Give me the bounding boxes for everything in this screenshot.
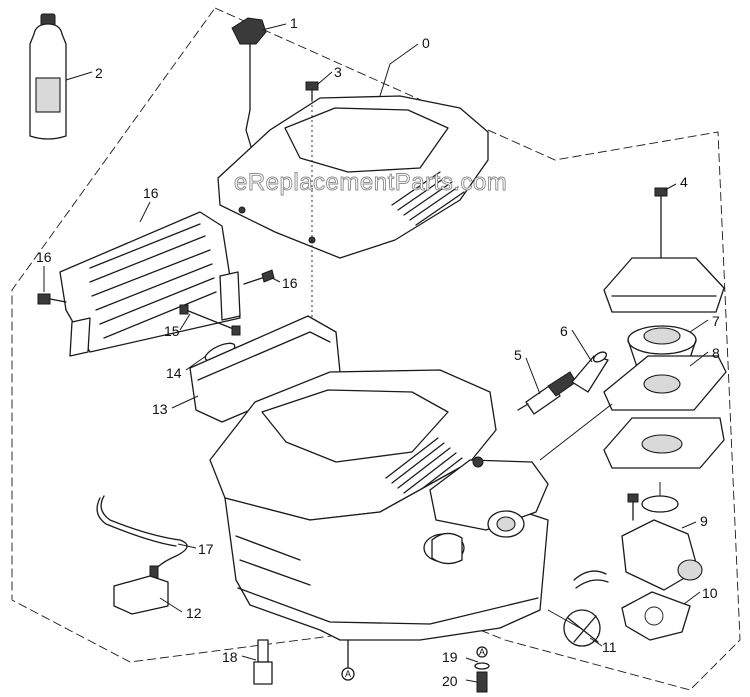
callout-17: 16 xyxy=(143,185,159,201)
callout-2: 2 xyxy=(95,65,103,81)
callout-14: 14 xyxy=(166,365,182,381)
callout-13: 13 xyxy=(152,401,168,417)
muffler-stud xyxy=(179,304,241,336)
callout-21: 20 xyxy=(442,673,458,689)
callout-16-left: 16 xyxy=(36,249,52,265)
bolt-left xyxy=(37,293,67,305)
ref-marker-a: A xyxy=(345,669,351,679)
callout-11: 11 xyxy=(602,639,617,655)
air-cleaner-base xyxy=(603,417,725,469)
air-cleaner-cover xyxy=(603,257,725,313)
bolt-right xyxy=(243,269,275,285)
oil-bottle xyxy=(29,13,67,140)
blower-housing-top xyxy=(217,95,489,259)
leader-lines xyxy=(43,23,709,683)
fuel-filter xyxy=(113,575,169,615)
muffler-guard xyxy=(59,211,241,357)
ref-marker-a2: A xyxy=(479,647,485,657)
callout-8: 8 xyxy=(712,345,720,361)
foam-prefilter xyxy=(603,355,727,411)
air-cleaner-bolt xyxy=(654,187,668,269)
callout-20: 19 xyxy=(442,649,458,665)
mounting-stud xyxy=(253,639,273,685)
callout-12: 12 xyxy=(186,605,202,621)
fuel-line xyxy=(96,495,188,581)
callout-7: 7 xyxy=(712,313,720,329)
callout-1: 1 xyxy=(290,15,298,31)
callout-19: 18 xyxy=(222,649,238,665)
callout-10: 10 xyxy=(702,585,718,601)
callout-5: 5 xyxy=(514,347,522,363)
carburetor-gasket xyxy=(621,591,691,641)
spark-plug-boot xyxy=(571,351,609,393)
callout-16-right: 16 xyxy=(282,275,298,291)
kit-boundary xyxy=(11,7,741,691)
callout-18: 17 xyxy=(198,541,214,557)
primer-bulb xyxy=(431,532,601,647)
carburetor xyxy=(573,493,703,591)
callout-labels: 1 0 2 3 4 16 16 16 15 14 13 5 6 7 8 9 10… xyxy=(36,15,720,689)
watermark: eReplacementParts.com xyxy=(234,169,507,196)
callout-9: 9 xyxy=(700,513,708,529)
washer-bolt: A xyxy=(474,646,490,693)
callout-3: 3 xyxy=(334,64,342,80)
callout-4: 4 xyxy=(680,174,688,190)
dipstick xyxy=(231,17,267,176)
spark-plug xyxy=(517,371,577,415)
callout-15: 15 xyxy=(164,323,180,339)
callout-6: 6 xyxy=(560,323,568,339)
engine-block: A xyxy=(209,369,549,681)
callout-0: 0 xyxy=(422,35,430,51)
